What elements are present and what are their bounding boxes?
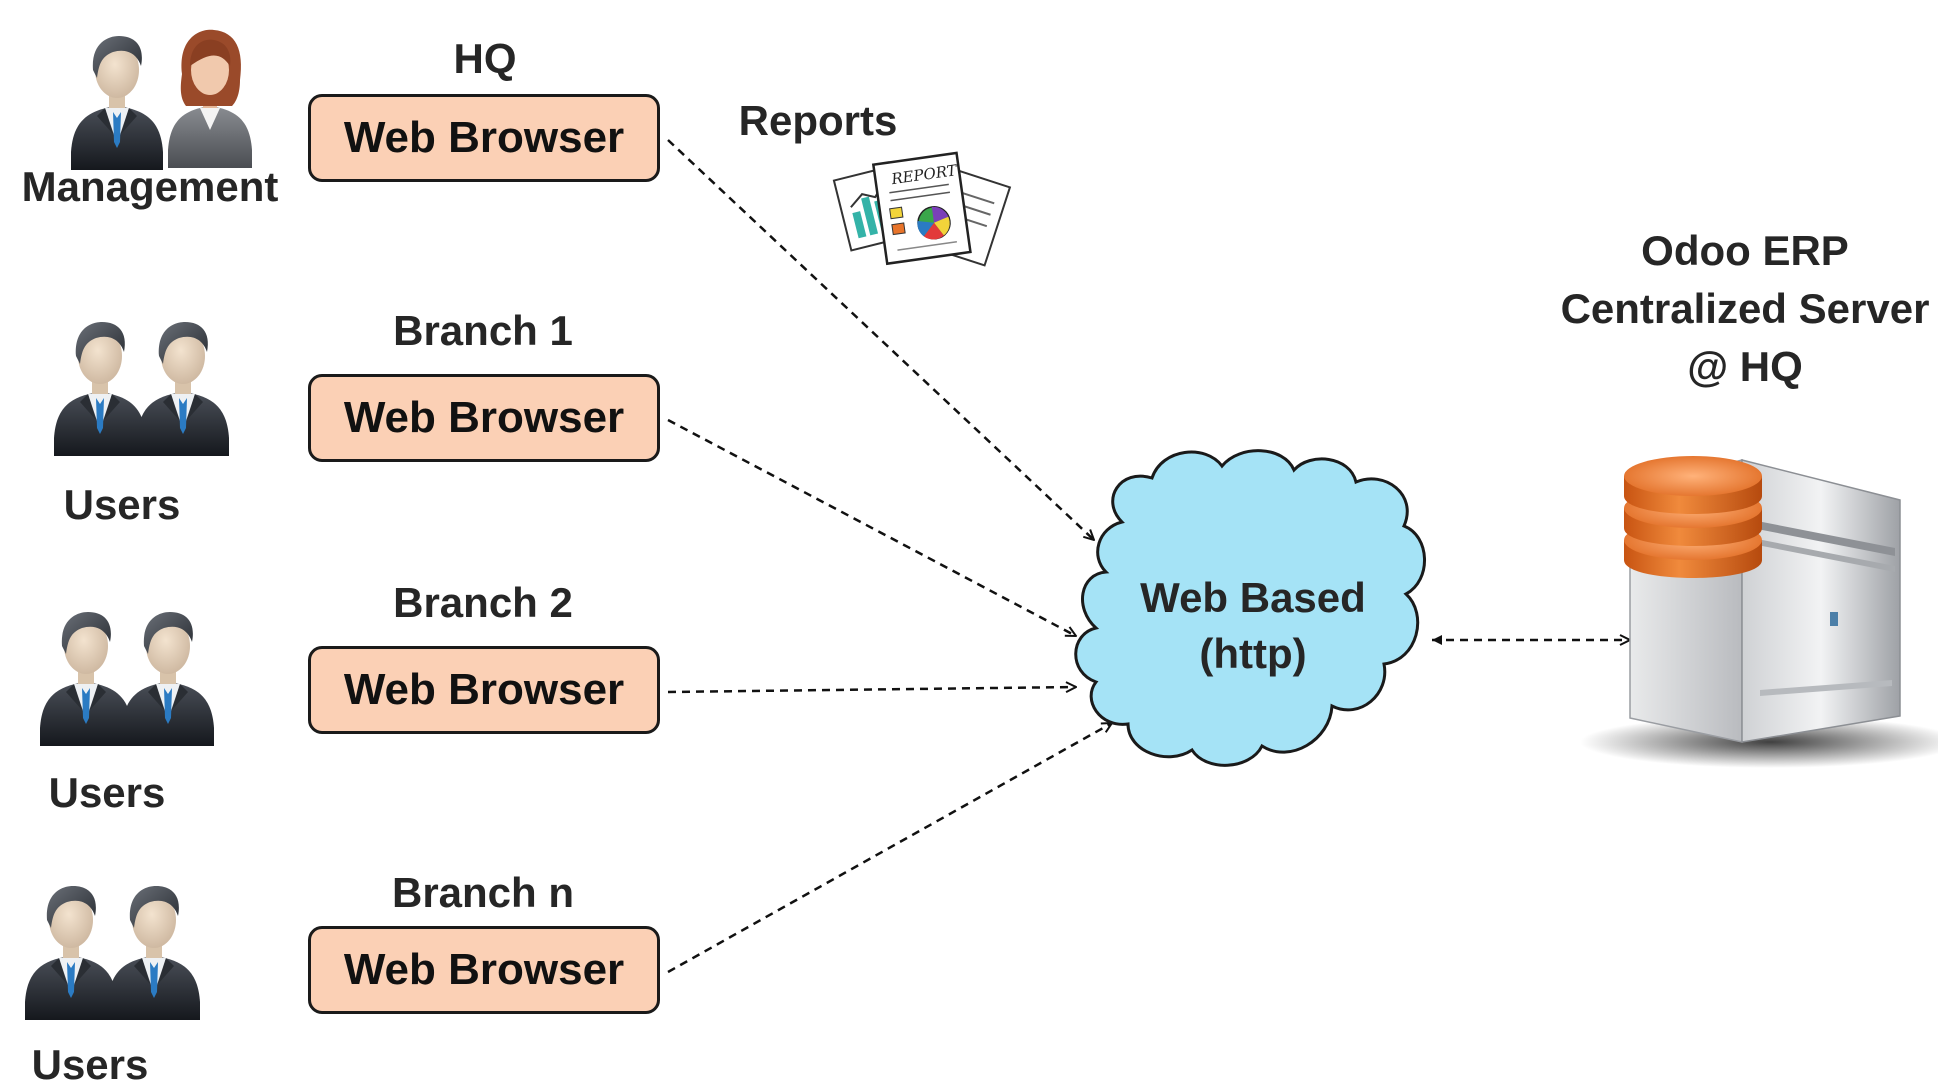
businessman-icon <box>71 36 163 170</box>
report-documents-icon: REPORT <box>832 151 1012 267</box>
connector-branchn-to-cloud <box>667 723 1112 974</box>
branch2-group-label: Users <box>48 769 166 816</box>
cloud-icon <box>1074 449 1426 767</box>
server-title-line1: Odoo ERP <box>1641 227 1849 274</box>
server-title-line2: Centralized Server <box>1560 285 1930 332</box>
database-cylinders <box>1624 456 1762 578</box>
branchn-location-label: Branch n <box>391 869 575 916</box>
management-people-icon <box>71 29 252 170</box>
branch2-users-icon <box>40 612 214 746</box>
branch1-web-browser-box: Web Browser <box>308 374 660 462</box>
branchn-web-browser-label: Web Browser <box>343 945 625 994</box>
hq-location-label: HQ <box>453 35 517 82</box>
businessman-icon <box>137 322 229 456</box>
branchn-users-icon <box>25 886 200 1020</box>
server-title: Odoo ERP Centralized Server @ HQ <box>1561 222 1930 396</box>
businessman-icon <box>54 322 146 456</box>
branch1-users-icon <box>54 322 229 456</box>
server-title-line3: @ HQ <box>1687 343 1803 390</box>
branchn-web-browser-box: Web Browser <box>308 926 660 1014</box>
businessman-icon <box>108 886 200 1020</box>
cloud-label-line2: (http) <box>1199 630 1307 677</box>
branch2-web-browser-label: Web Browser <box>343 665 625 714</box>
hq-web-browser-box: Web Browser <box>308 94 660 182</box>
branch1-group-label: Users <box>63 481 181 528</box>
reports-label: Reports <box>738 97 898 144</box>
management-group-label: Management <box>21 163 279 210</box>
hq-web-browser-label: Web Browser <box>343 113 625 162</box>
cloud-label-line1: Web Based <box>1140 574 1366 621</box>
connector-branch2-to-cloud <box>667 687 1076 694</box>
database-server-icon <box>1580 456 1938 768</box>
businessman-icon <box>25 886 117 1020</box>
branch2-location-label: Branch 2 <box>393 579 573 626</box>
branchn-group-label: Users <box>31 1041 149 1088</box>
branch2-web-browser-box: Web Browser <box>308 646 660 734</box>
businessman-icon <box>122 612 214 746</box>
branch1-web-browser-label: Web Browser <box>343 393 625 442</box>
cloud-label: Web Based (http) <box>1140 570 1366 682</box>
businesswoman-icon <box>168 29 252 168</box>
branch1-location-label: Branch 1 <box>393 307 573 354</box>
connector-branch1-to-cloud <box>667 418 1076 638</box>
businessman-icon <box>40 612 132 746</box>
